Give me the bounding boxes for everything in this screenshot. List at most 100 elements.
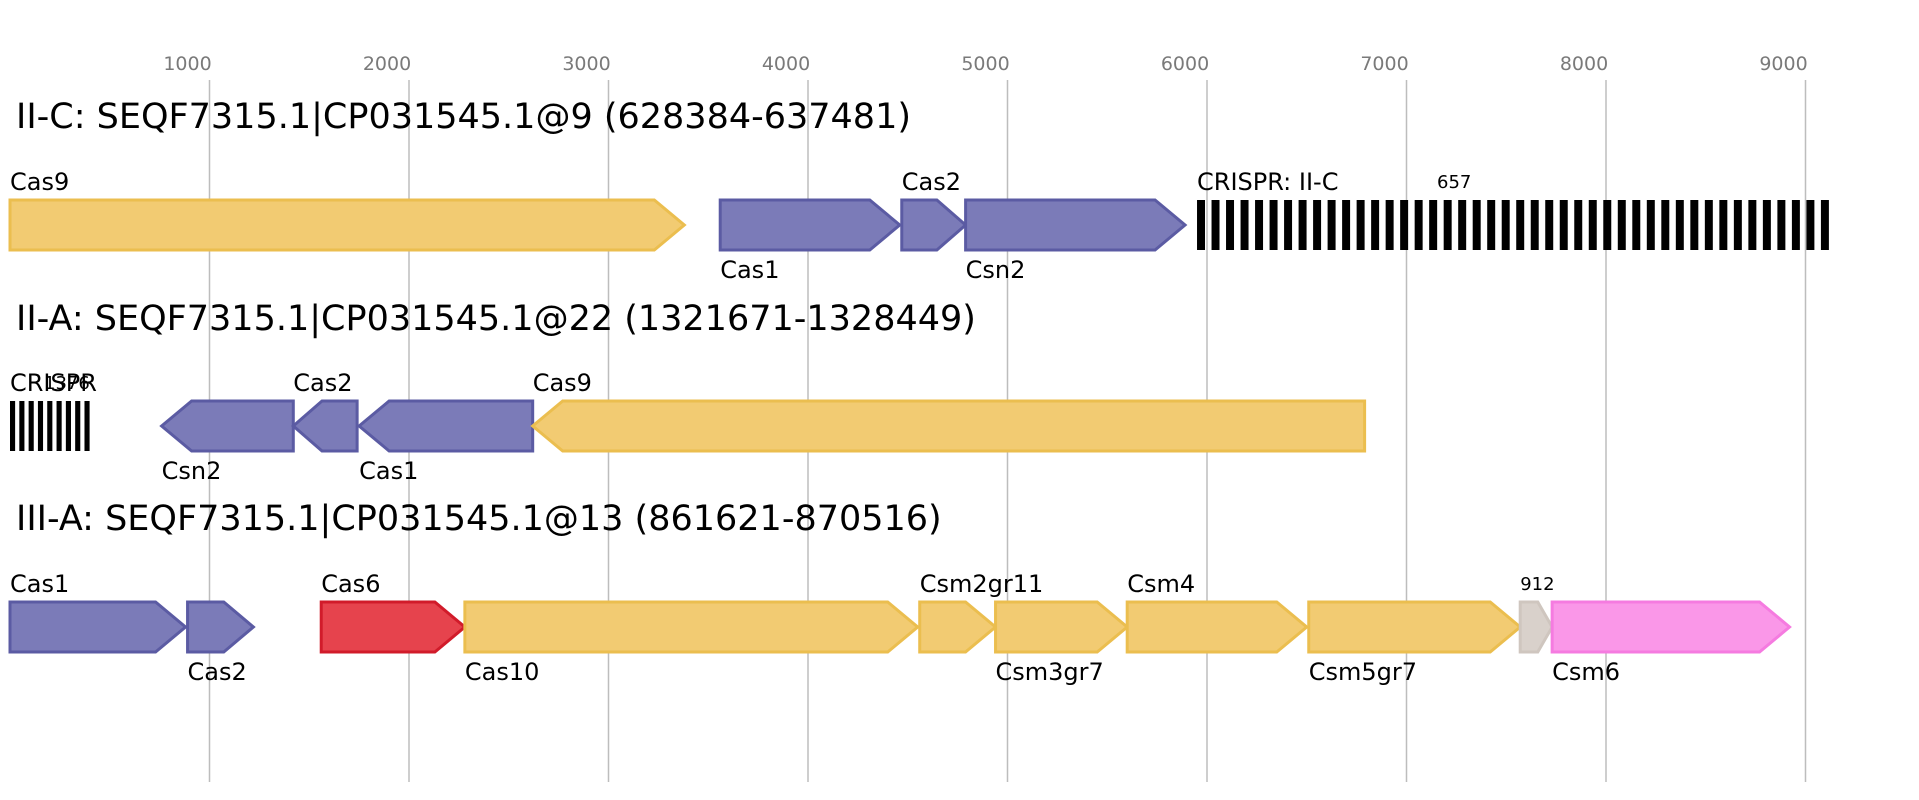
crispr-repeat-bar [1675,200,1684,250]
crispr-repeat-bar [1501,200,1510,250]
crispr-repeat-bar [1255,200,1264,250]
axis-tick-label: 5000 [961,53,1009,75]
gene-arrow-cas1 [356,399,535,453]
crispr-repeat-bar [1327,200,1336,250]
gene-arrow-csm4 [1125,600,1310,654]
crispr-repeat-bar [84,401,90,451]
crispr-repeat-bar [1748,200,1757,250]
crispr-repeat-bar [1356,200,1365,250]
track-title: III-A: SEQF7315.1|CP031545.1@13 (861621-… [16,499,942,539]
crispr-repeat-bar [1762,200,1771,250]
crispr-repeat-bar [1690,200,1699,250]
gene-arrow-cas2 [186,600,256,654]
crispr-repeat-bar [1487,200,1496,250]
gene-arrow-cas9 [530,399,1367,453]
crispr-repeat-bar [1632,200,1641,250]
axis-tick-label: 2000 [363,53,411,75]
crispr-repeat-bar [1719,200,1728,250]
axis-tick-label: 6000 [1161,53,1209,75]
crispr-repeat-bar [1588,200,1597,250]
crispr-repeat-bar [1545,200,1554,250]
crispr-repeat-bar [1603,200,1612,250]
gene-label: Csm6 [1552,658,1620,686]
gene-label: Csm5gr7 [1309,658,1417,686]
crispr-repeat-bar [37,401,44,451]
gene-arrow-cas1 [8,600,188,654]
gene-label: Cas6 [321,570,380,598]
crispr-repeat-bar [19,401,25,451]
gene-arrow-csm6 [1550,600,1792,654]
crispr-repeat-bar [1530,200,1539,250]
crispr-repeat-bar [1298,200,1307,250]
crispr-repeat-bar [1458,200,1467,250]
gene-label: Csn2 [966,256,1026,284]
crispr-repeat-bar [1211,200,1220,250]
axis-tick-label: 9000 [1759,53,1807,75]
crispr-repeat-bar [28,401,34,451]
crispr-spacer-count: 1376 [44,373,90,394]
crispr-repeat-bar [1197,200,1206,250]
crispr-repeat-bar [1371,200,1380,250]
gene-label: Cas9 [10,168,69,196]
crispr-repeat-bar [1646,200,1655,250]
gene-label: 912 [1520,574,1554,595]
gene-arrow-csm5gr7 [1307,600,1523,654]
crispr-repeat-bar [10,401,16,451]
crispr-repeat-bar [1240,200,1249,250]
crispr-repeat-bar [1704,200,1713,250]
gene-label: Cas1 [720,256,779,284]
crispr-repeat-bar [47,401,53,451]
crispr-repeat-bar [1820,200,1829,250]
gene-label: Csm4 [1127,570,1195,598]
crispr-repeat-bar [1269,200,1278,250]
gene-arrow-csm2gr11 [918,600,998,654]
crispr-repeat-bar [1559,200,1568,250]
track-title: II-C: SEQF7315.1|CP031545.1@9 (628384-63… [16,97,911,137]
crispr-repeat-bar [1661,200,1670,250]
gene-label: Csm3gr7 [996,658,1104,686]
crispr-repeat-bar [75,401,81,451]
crispr-spacer-count: 657 [1437,172,1471,193]
axis-tick-label: 7000 [1360,53,1408,75]
crispr-repeat-bar [1733,200,1742,250]
gene-arrow-cas10 [463,600,921,654]
crispr-repeat-bar [1414,200,1423,250]
crispr-repeat-bar [1429,200,1438,250]
gene-label: Cas9 [533,369,592,397]
crispr-label: CRISPR: II-C [1197,168,1338,196]
gene-arrow-cas2 [291,399,359,453]
gene-label: Cas10 [465,658,540,686]
gene-arrow-cas1 [718,198,903,252]
crispr-repeat-bar [1226,200,1235,250]
crispr-repeat-bar [1342,200,1351,250]
axis-tick-label: 1000 [163,53,211,75]
gene-arrow-cas2 [900,198,968,252]
crispr-repeat-bar [1617,200,1626,250]
crispr-repeat-bar [65,401,71,451]
gene-label: Cas2 [188,658,247,686]
gene-label: Csm2gr11 [920,570,1044,598]
gene-arrow-912 [1518,600,1554,654]
crispr-repeat-bar [1516,200,1525,250]
gene-arrow-csn2 [159,399,295,453]
gene-arrow-cas6 [319,600,468,654]
gene-arrow-cas9 [8,198,687,252]
crispr-repeat-bar [1806,200,1815,250]
axis-tick-label: 4000 [762,53,810,75]
crispr-repeat-bar [1574,200,1583,250]
crispr-repeat-bar [1313,200,1322,250]
crispr-repeat-bar [1472,200,1481,250]
crispr-repeat-bar [1777,200,1786,250]
gene-label: Csn2 [162,457,222,485]
gene-arrow-csm3gr7 [994,600,1130,654]
gene-label: Cas2 [293,369,352,397]
crispr-repeat-bar [1284,200,1293,250]
crispr-repeat-bar [1385,200,1394,250]
gene-label: Cas1 [10,570,69,598]
axis-tick-label: 3000 [562,53,610,75]
gene-arrow-csn2 [964,198,1188,252]
crispr-label: CRISPR [10,369,97,397]
gene-label: Cas1 [359,457,418,485]
